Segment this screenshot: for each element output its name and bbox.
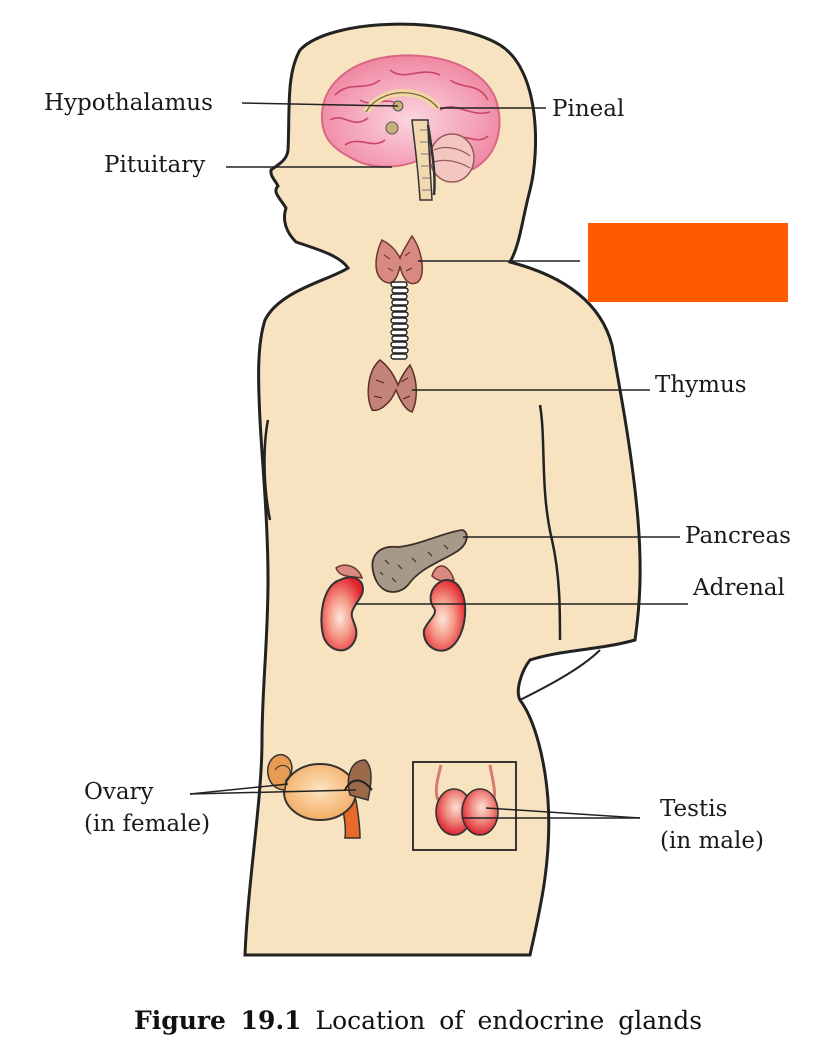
leader-hypothalamus [241,102,399,107]
trachea-ring [390,293,408,300]
thymus-gland [367,359,417,413]
leader-lines [189,102,688,819]
label-pineal: Pineal [552,96,625,122]
label-thymus: Thymus [655,372,747,398]
right-kidney [422,565,467,652]
hand-line [519,649,601,701]
thyroid [375,234,424,285]
hidden-label-box [588,223,788,302]
label-ovary-line2: (in female) [84,811,211,837]
label-testis: Testis (in male) [660,793,764,857]
body-outline [243,22,642,957]
label-adrenal: Adrenal [693,575,785,601]
figure-number: Figure 19.1 [133,1006,302,1035]
trachea-ring [390,341,408,348]
trachea-ring [391,287,409,294]
label-hypothalamus: Hypothalamus [44,90,213,116]
left-arm-line [263,419,272,521]
label-ovary: Ovary (in female) [84,776,210,840]
left-kidney [320,564,364,652]
trachea-ring [390,353,408,360]
label-pancreas: Pancreas [685,523,791,549]
leader-ovary-b [189,789,357,795]
leader-ovary-a [189,783,289,795]
trachea-ring [391,323,409,330]
right-arm-line [538,404,562,641]
label-testis-line2: (in male) [660,828,764,854]
brain [320,54,501,201]
trachea-ring [390,329,408,336]
trachea-ring [391,299,409,306]
trachea-ring [390,317,408,324]
trachea-ring [390,305,408,312]
trachea-ring [391,347,409,354]
label-pituitary: Pituitary [104,152,206,178]
trachea-ring [391,311,409,318]
label-ovary-line1: Ovary [84,779,154,805]
trachea [390,281,409,360]
label-testis-line1: Testis [660,796,728,822]
figure-caption: Figure 19.1 Location of endocrine glands [0,1006,836,1035]
leader-testis-a [485,807,641,819]
testes [412,761,517,851]
trachea-ring [390,281,408,288]
figure-caption-text: Location of endocrine glands [315,1006,703,1035]
trachea-ring [391,335,409,342]
